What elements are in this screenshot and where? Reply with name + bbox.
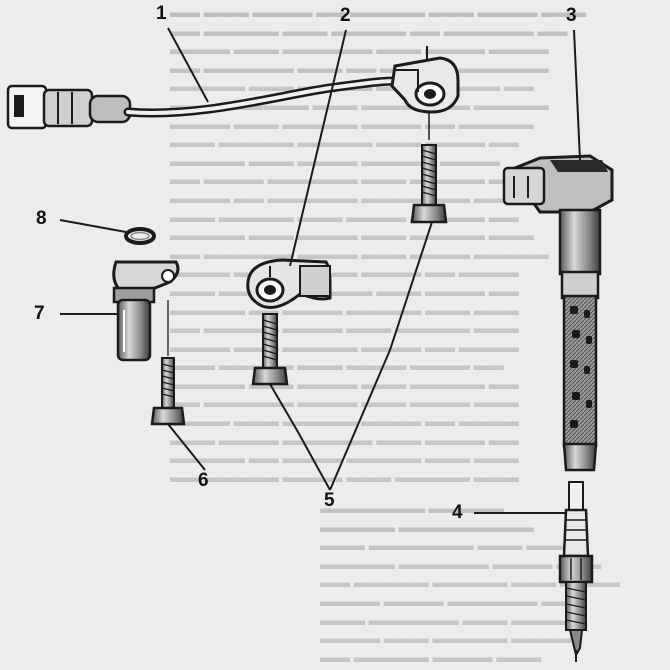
sensor-mounting-bolt-lower bbox=[251, 313, 289, 386]
o-ring bbox=[124, 227, 156, 245]
callout-7: 7 bbox=[34, 303, 45, 324]
knock-sensor-second bbox=[246, 258, 332, 309]
sensor-mounting-bolt-upper bbox=[410, 112, 448, 224]
callout-3: 3 bbox=[566, 5, 577, 26]
leader-line-3 bbox=[573, 29, 581, 161]
knock-sensor-body bbox=[390, 46, 460, 114]
callout-2: 2 bbox=[340, 5, 351, 26]
leader-line-5b bbox=[329, 221, 433, 491]
background-text-bottom: ▬▬▬▬▬▬▬ ▬▬▬▬▬ ▬▬▬▬▬ ▬▬▬▬▬▬▬▬▬ ▬▬▬ ▬▬▬▬▬▬… bbox=[320, 501, 620, 666]
cable-connector bbox=[6, 84, 132, 130]
callout-4: 4 bbox=[452, 502, 463, 523]
leader-line-2 bbox=[289, 29, 347, 267]
sensor-bolt-small bbox=[150, 300, 186, 426]
ignition-coil bbox=[502, 154, 614, 472]
leader-line-8 bbox=[59, 219, 127, 233]
leader-line-6 bbox=[167, 423, 206, 471]
callout-6: 6 bbox=[198, 470, 209, 491]
callout-1: 1 bbox=[156, 3, 167, 24]
leader-lines bbox=[59, 27, 581, 514]
callout-5: 5 bbox=[324, 490, 335, 511]
spark-plug bbox=[558, 481, 594, 662]
knock-sensor-with-cable bbox=[6, 46, 460, 130]
position-sensor bbox=[112, 260, 180, 362]
leader-line-5a bbox=[269, 383, 331, 491]
sensor-cable bbox=[123, 76, 415, 118]
callout-8: 8 bbox=[36, 208, 47, 229]
leader-line-1 bbox=[167, 27, 209, 103]
